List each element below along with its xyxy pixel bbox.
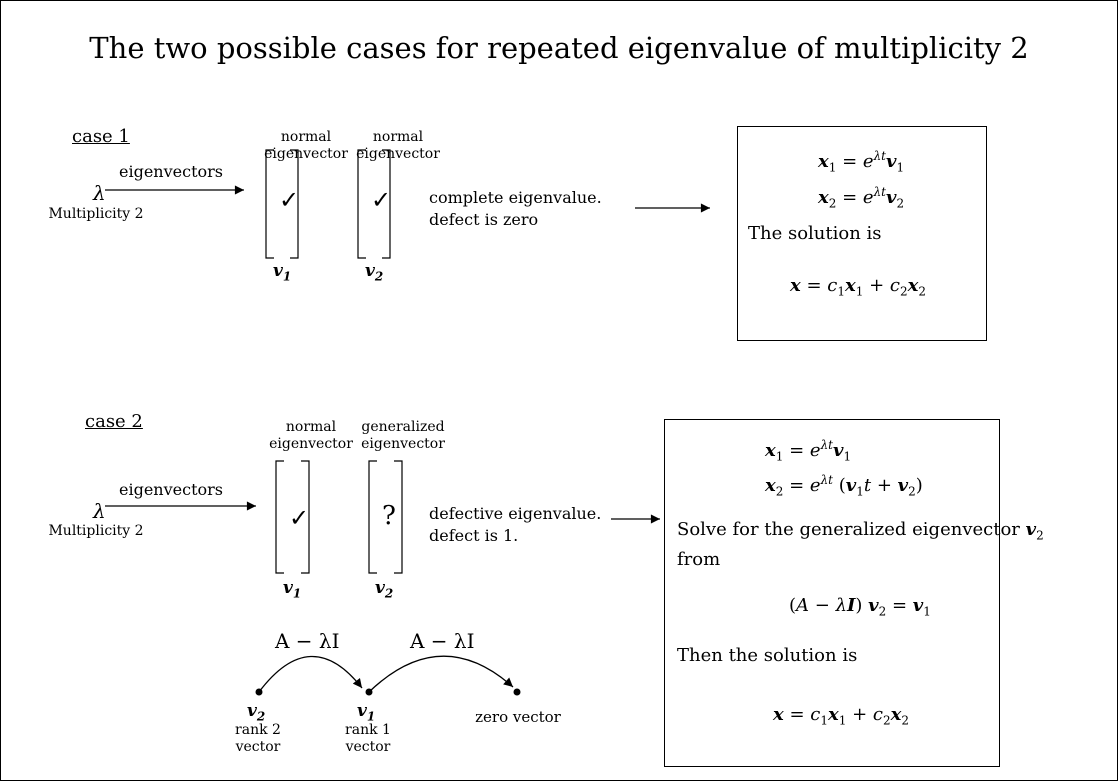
case2-bracket-left-v2 <box>368 460 377 574</box>
case1-header-v1: normal eigenvector <box>264 129 348 162</box>
case1-label: case 1 <box>72 126 130 147</box>
case1-solution-text: The solution is <box>748 223 882 244</box>
case2-entry-v1: ✓ <box>289 504 310 532</box>
case2-then-text: Then the solution is <box>677 645 858 666</box>
case1-bracket-right-v1 <box>290 149 299 259</box>
case2-header-v1: normal eigenvector <box>269 419 353 452</box>
case2-multiplicity: Multiplicity 2 <box>48 523 144 539</box>
diagram-title: The two possible cases for repeated eige… <box>89 31 1029 65</box>
chain-node-v1-label: v1 <box>357 701 376 724</box>
chain-node-v1 <box>365 688 373 696</box>
case1-label-v1: v1 <box>273 261 292 284</box>
case2-bracket-right-v2 <box>394 460 403 574</box>
case2-entry-v2: ? <box>382 501 396 531</box>
case2-description: defective eigenvalue. defect is 1. <box>429 504 602 545</box>
case2-label-v2: v2 <box>375 578 394 601</box>
case1-bracket-right-v2 <box>382 149 391 259</box>
chain-node-v2-label: v2 <box>247 701 266 724</box>
case1-lambda: λ <box>93 181 106 205</box>
case1-entry-v2: ✓ <box>371 186 392 214</box>
chain-arc-2 <box>368 655 514 693</box>
case1-bracket-left-v1 <box>265 149 274 259</box>
case1-description: complete eigenvalue. defect is zero <box>429 188 602 229</box>
case2-bracket-right-v1 <box>301 460 310 574</box>
case2-label-v1: v1 <box>283 578 302 601</box>
chain-node-zero-caption: zero vector <box>475 708 561 726</box>
chain-arc-label-2: A − λI <box>410 629 475 653</box>
case2-eq-generalized: (A − λI) v2 = v1 <box>789 595 931 619</box>
case1-multiplicity: Multiplicity 2 <box>48 206 144 222</box>
case1-entry-v1: ✓ <box>279 186 300 214</box>
case2-eq-x1: x1 = eλtv1 <box>765 438 852 464</box>
case2-header-v2: generalized eigenvector <box>361 419 445 452</box>
case2-eq-x2: x2 = eλt (v1t + v2) <box>765 473 923 499</box>
case1-solution-box: x1 = eλtv1 x2 = eλtv2 The solution is x … <box>737 126 987 341</box>
chain-arc-1 <box>258 655 363 693</box>
chain-node-v1-caption: rank 1 vector <box>345 722 391 755</box>
case2-solution-box: x1 = eλtv1 x2 = eλt (v1t + v2) Solve for… <box>664 419 1044 767</box>
case2-eq-solution: x = c1x1 + c2x2 <box>773 704 910 728</box>
case2-lambda: λ <box>93 499 106 523</box>
case1-bracket-left-v2 <box>357 149 366 259</box>
case1-eq-x2: x2 = eλtv2 <box>818 185 905 211</box>
case1-eq-solution: x = c1x1 + c2x2 <box>790 275 927 299</box>
case2-solve-text: Solve for the generalized eigenvector v2… <box>677 519 1044 570</box>
case1-eq-x1: x1 = eλtv1 <box>818 149 905 175</box>
chain-node-v2 <box>255 688 263 696</box>
chain-node-v2-caption: rank 2 vector <box>235 722 281 755</box>
case1-arrow-label: eigenvectors <box>119 162 223 181</box>
case2-label: case 2 <box>85 411 143 432</box>
case1-header-v2: normal eigenvector <box>356 129 440 162</box>
case2-bracket-left-v1 <box>275 460 284 574</box>
chain-arc-label-1: A − λI <box>275 629 340 653</box>
case1-label-v2: v2 <box>365 261 384 284</box>
chain-node-zero <box>513 688 521 696</box>
case2-arrow-label: eigenvectors <box>119 480 223 499</box>
